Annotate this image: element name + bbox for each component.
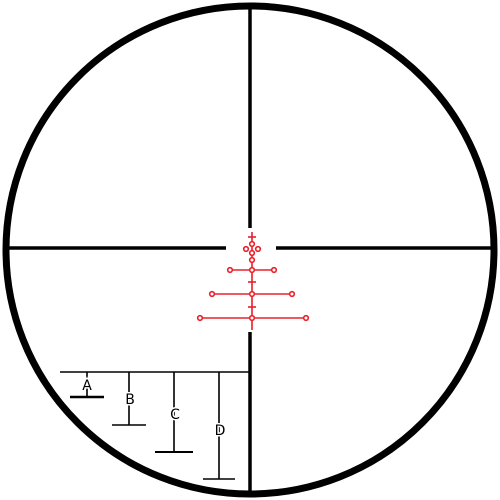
rangefinder-label-b: B [125,392,135,408]
tree-dot-1 [248,240,256,248]
illuminated-tree-reticle [196,232,310,330]
tree-dot-5 [248,256,256,264]
rangefinder-label-c: C [170,407,180,423]
tree-dot-3 [254,245,262,253]
rangefinder-label-d: D [215,423,226,439]
rangefinder-label-a: A [82,378,92,394]
tree-dot-4 [248,249,256,257]
rangefinder [60,371,250,480]
rangefinder-bracket-c [155,372,193,453]
tree-row-2 [208,290,296,298]
rangefinder-bracket-b [112,372,146,426]
rangefinder-bracket-d [203,372,235,480]
tree-row-1 [226,266,278,274]
crosshair [6,6,494,494]
rangefinder-labels: A B C D [81,377,227,441]
rangefinder-bracket-a [70,372,104,399]
tree-row-3 [196,314,310,322]
tree-dot-2 [242,245,250,253]
